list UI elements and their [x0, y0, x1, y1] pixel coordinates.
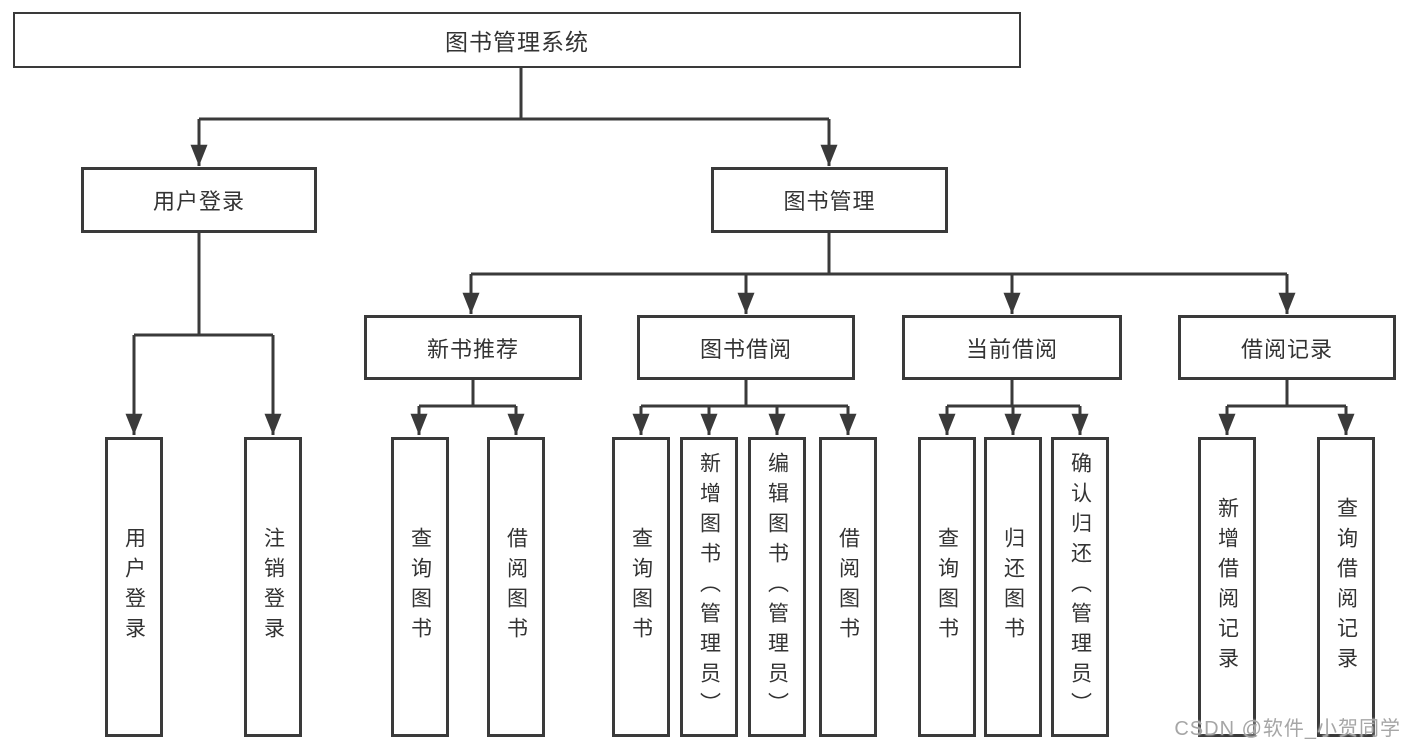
leaf-br-add-borrow-record: 新增借阅记录: [1198, 437, 1256, 737]
leaf-nbr-borrow-books: 借阅图书: [487, 437, 545, 737]
node-new-book-recommend: 新书推荐: [364, 315, 582, 380]
edges-book-management-to-level3: [462, 233, 1296, 314]
leaf-logout-label: 注销登录: [261, 527, 285, 647]
leaf-nbr-borrow-books-label: 借阅图书: [504, 527, 528, 647]
leaf-bb-query-books-label: 查询图书: [629, 527, 653, 647]
leaf-cb-return-books: 归还图书: [984, 437, 1042, 737]
edges-new-book-recommend-to-leaves: [410, 380, 525, 435]
leaf-user-login: 用户登录: [105, 437, 163, 737]
node-current-borrow: 当前借阅: [902, 315, 1122, 380]
edges-current-borrow-to-leaves: [938, 380, 1089, 435]
watermark: CSDN @软件_小贺同学: [1174, 718, 1401, 740]
leaf-br-query-borrow-record: 查询借阅记录: [1317, 437, 1375, 737]
edges-root-to-level2: [190, 68, 838, 166]
leaf-bb-query-books: 查询图书: [612, 437, 670, 737]
leaf-br-query-borrow-record-label: 查询借阅记录: [1334, 497, 1358, 677]
leaf-cb-confirm-return-admin-label: 确认归还（管理员）: [1068, 452, 1092, 722]
node-book-borrow: 图书借阅: [637, 315, 855, 380]
leaf-cb-query-books-label: 查询图书: [935, 527, 959, 647]
edges-borrow-records-to-leaves: [1218, 380, 1355, 435]
leaf-bb-borrow-books-label: 借阅图书: [836, 527, 860, 647]
leaf-nbr-query-books-label: 查询图书: [408, 527, 432, 647]
leaf-cb-confirm-return-admin: 确认归还（管理员）: [1051, 437, 1109, 737]
node-book-management: 图书管理: [711, 167, 948, 233]
edges-user-login-to-leaves: [125, 233, 282, 435]
leaf-br-add-borrow-record-label: 新增借阅记录: [1215, 497, 1239, 677]
leaf-bb-edit-books-admin-label: 编辑图书（管理员）: [765, 452, 789, 722]
leaf-logout: 注销登录: [244, 437, 302, 737]
node-borrow-records: 借阅记录: [1178, 315, 1396, 380]
node-root-library-management-system: 图书管理系统: [13, 12, 1021, 68]
leaf-bb-edit-books-admin: 编辑图书（管理员）: [748, 437, 806, 737]
edges-book-borrow-to-leaves: [632, 380, 857, 435]
leaf-bb-add-books-admin: 新增图书（管理员）: [680, 437, 738, 737]
leaf-bb-borrow-books: 借阅图书: [819, 437, 877, 737]
node-user-login: 用户登录: [81, 167, 317, 233]
leaf-cb-return-books-label: 归还图书: [1001, 527, 1025, 647]
leaf-cb-query-books: 查询图书: [918, 437, 976, 737]
leaf-user-login-label: 用户登录: [122, 527, 146, 647]
leaf-nbr-query-books: 查询图书: [391, 437, 449, 737]
leaf-bb-add-books-admin-label: 新增图书（管理员）: [697, 452, 721, 722]
